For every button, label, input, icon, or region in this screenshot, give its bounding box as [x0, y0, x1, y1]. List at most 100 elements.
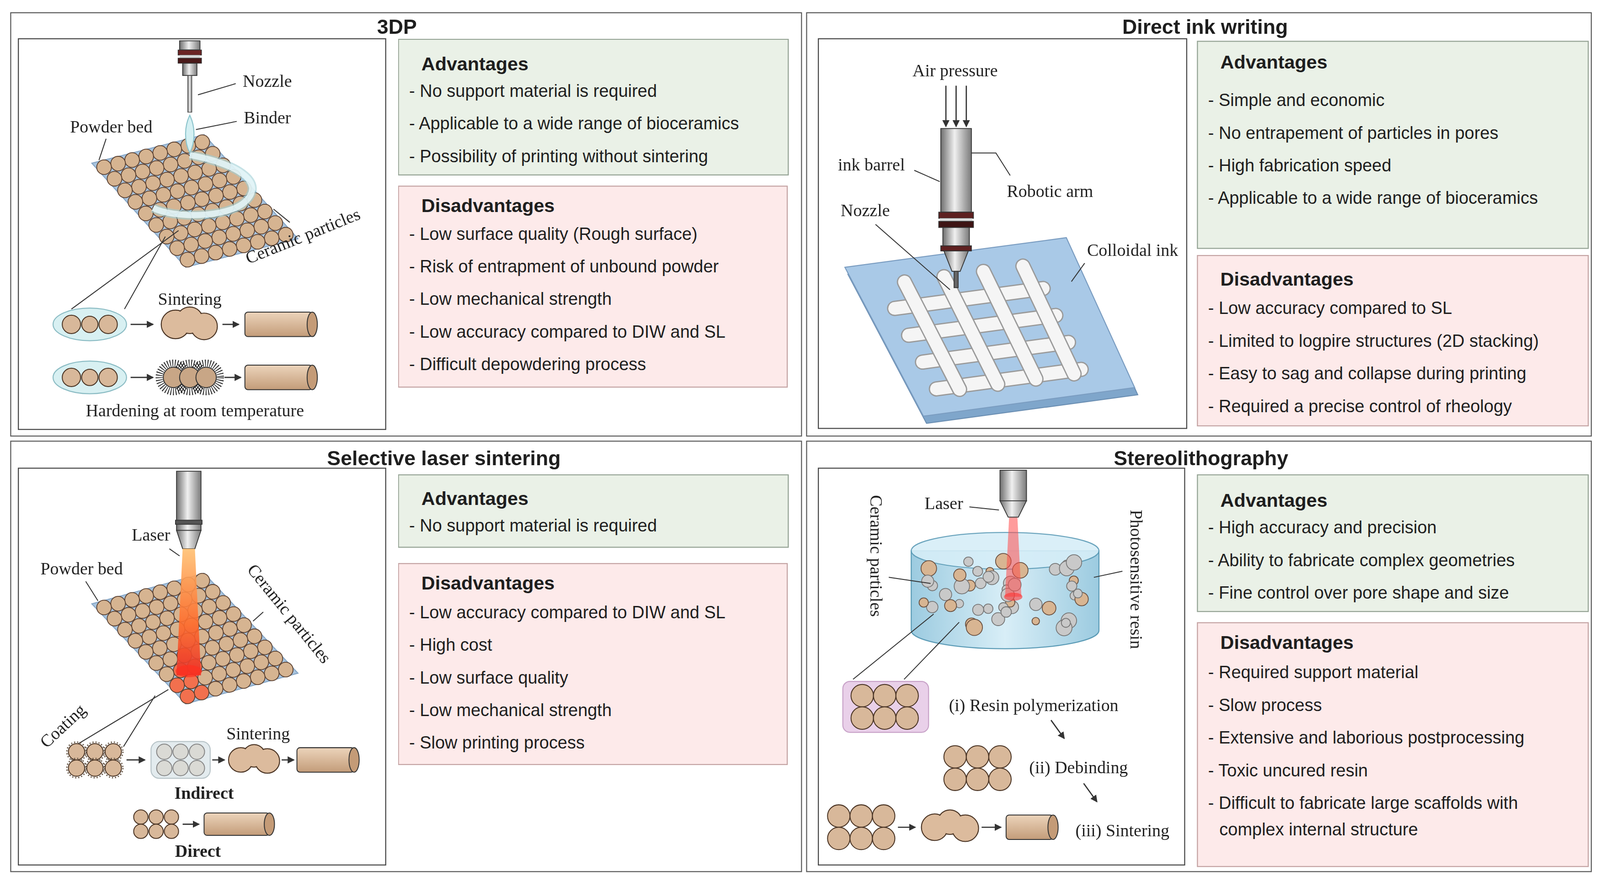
- ceramic-particle: [187, 165, 203, 180]
- ceramic-particle: [201, 218, 217, 234]
- ceramic-particle: [156, 760, 172, 776]
- leader-line: [196, 121, 237, 130]
- binder-droplet: [53, 361, 127, 394]
- bullet-item: - Low mechanical strength: [409, 286, 781, 314]
- advantages-box: Advantages- No support material is requi…: [398, 474, 790, 549]
- leader-line: [253, 612, 264, 622]
- sintered-particle: [228, 744, 280, 774]
- ceramic-particle: [142, 191, 157, 206]
- ceramic-particle: [121, 607, 136, 623]
- ceramic-particle: [944, 746, 967, 769]
- printed-filament: [1023, 266, 1075, 374]
- bullet-item: - Simple and economic: [1208, 87, 1582, 115]
- ink-barrel: [940, 128, 972, 213]
- ceramic-particle: [872, 827, 895, 850]
- sintered-particle: [161, 307, 217, 340]
- ceramic-particle: [1061, 618, 1071, 628]
- ceramic-particle: [918, 553, 1088, 636]
- ceramic-particle: [66, 684, 1012, 851]
- ceramic-particle: [1061, 613, 1077, 629]
- ceramic-particle: [988, 768, 1012, 791]
- bullet-item: - Extensive and laborious postprocessing: [1208, 725, 1582, 752]
- ceramic-particle: [939, 588, 952, 602]
- nozzle-figure: [179, 40, 201, 50]
- ceramic-particle: [246, 629, 262, 644]
- ceramic-particle: [159, 611, 175, 626]
- ceramic-particle: [62, 368, 81, 387]
- laser-head: [175, 520, 203, 525]
- ceramic-particle: [183, 237, 199, 252]
- figure-frame: [818, 468, 1185, 866]
- box-heading: Disadvantages: [1220, 629, 1582, 656]
- scaffold-rod: [307, 312, 318, 337]
- laser-beam: [175, 665, 203, 678]
- box-heading: Disadvantages: [421, 570, 781, 598]
- part-label: Ceramic particles: [865, 495, 886, 618]
- leader-line: [969, 506, 999, 511]
- ceramic-particle: [851, 707, 874, 730]
- ceramic-particle: [944, 599, 957, 612]
- ceramic-particle: [222, 184, 238, 200]
- ceramic-particle: [233, 633, 248, 648]
- ceramic-particle: [86, 743, 104, 761]
- cured-resin: [842, 681, 929, 733]
- scaffold-rod: [307, 365, 318, 390]
- box-heading: Advantages: [1220, 487, 1582, 515]
- bullet-item: - Low accuracy compared to DIW and SL: [409, 599, 781, 627]
- leader-line: [904, 622, 960, 680]
- ceramic-particle: [966, 746, 989, 769]
- ceramic-particle: [194, 573, 210, 589]
- ceramic-particle: [133, 810, 148, 825]
- ceramic-particle: [62, 315, 118, 387]
- printed-filament: [1023, 266, 1075, 374]
- ceramic-particle: [988, 746, 1012, 769]
- ceramic-particle: [189, 760, 205, 776]
- ceramic-particle: [944, 746, 967, 769]
- ceramic-particle: [96, 600, 112, 615]
- part-label: Direct: [175, 841, 221, 863]
- ceramic-particle: [163, 596, 178, 611]
- laser-beam: [1003, 516, 1023, 601]
- ceramic-particle: [149, 160, 164, 176]
- scaffold-rod: [203, 813, 270, 836]
- ceramic-particle: [849, 827, 873, 850]
- ceramic-particle: [201, 599, 217, 615]
- ceramic-particle: [156, 760, 172, 776]
- bullet-item: - Easy to sag and collapse during printi…: [1208, 361, 1582, 388]
- ceramic-particle: [208, 245, 223, 261]
- ceramic-particle: [222, 241, 237, 257]
- ceramic-particle: [827, 805, 850, 828]
- laser-head: [999, 470, 1027, 502]
- ink-barrel: [938, 221, 974, 228]
- part-label: Sintering: [226, 724, 290, 746]
- leader-line: [73, 689, 169, 747]
- scaffold-rod: [264, 813, 275, 836]
- ceramic-particle: [921, 560, 937, 577]
- box-heading: Disadvantages: [1220, 266, 1582, 294]
- ceramic-particle: [138, 588, 154, 604]
- ceramic-particle: [189, 744, 205, 760]
- ceramic-particle: [81, 316, 99, 333]
- leader-line: [914, 170, 940, 182]
- process-arrow: [130, 377, 154, 379]
- ceramic-particle: [851, 684, 874, 708]
- ceramic-particle: [253, 219, 269, 235]
- ceramic-particle: [145, 614, 161, 630]
- panel-title: Direct ink writing: [1122, 13, 1288, 40]
- resin-vat: [911, 532, 1099, 649]
- part-label: (ii) Debinding: [1029, 757, 1128, 779]
- ceramic-particle: [164, 824, 179, 839]
- part-label: Sintering: [158, 289, 222, 311]
- ceramic-particle: [204, 640, 220, 656]
- ceramic-particle: [1032, 617, 1040, 625]
- ceramic-particle: [966, 746, 989, 769]
- ceramic-particle: [172, 760, 188, 776]
- ceramic-particle: [205, 584, 220, 600]
- bullet-item: - Limited to logpire structures (2D stac…: [1208, 328, 1582, 356]
- ceramic-particle: [106, 611, 122, 627]
- process-arrow: [281, 759, 294, 762]
- ceramic-particle: [128, 194, 143, 210]
- process-arrow: [130, 323, 154, 326]
- scaffold-rod: [245, 365, 313, 390]
